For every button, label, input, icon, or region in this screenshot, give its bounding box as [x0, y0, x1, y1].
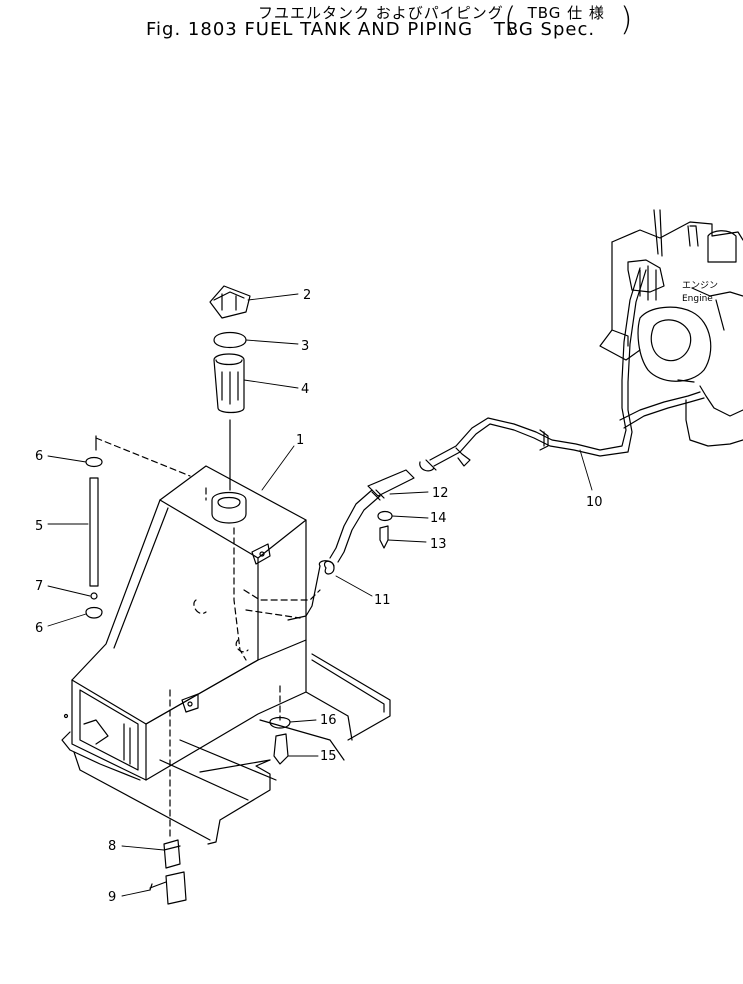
- callout-14: 14: [430, 511, 447, 526]
- callout-16: 16: [320, 713, 337, 728]
- callout-2: 2: [303, 288, 311, 303]
- part-15-bolt: [273, 733, 289, 765]
- callout-11: 11: [374, 593, 391, 608]
- part-6-nut-top: [85, 456, 103, 468]
- part-4-strainer: [213, 353, 245, 414]
- part-6-nut-bottom: [85, 606, 103, 619]
- part-13-bolt: [379, 525, 389, 549]
- title-close-paren: ): [620, 0, 633, 38]
- engine-label-en: Engine: [682, 294, 713, 304]
- callout-4: 4: [301, 382, 309, 397]
- callout-8: 8: [108, 839, 116, 854]
- callout-6-bottom: 6: [35, 621, 43, 636]
- tank-guard: [73, 653, 391, 845]
- callout-3: 3: [301, 339, 309, 354]
- part-14-washer: [377, 510, 393, 522]
- title-jp-spec: TBG 仕 様: [527, 4, 605, 22]
- title-en-text: Fig. 1803 FUEL TANK AND PIPING: [146, 19, 474, 40]
- leader-lines: [47, 293, 593, 897]
- part-11-clamp: [318, 560, 335, 567]
- callout-7: 7: [35, 579, 43, 594]
- callout-9: 9: [108, 890, 116, 905]
- title-open-paren: (: [504, 0, 517, 38]
- page-title: Fig. 1803 FUEL TANK AND PIPING TBG Spec.: [146, 19, 595, 40]
- callout-1: 1: [296, 433, 304, 448]
- callout-5: 5: [35, 519, 43, 534]
- title-jp-text: フユエルタンク およびパイピング: [258, 4, 504, 22]
- part-8-plug: [163, 839, 181, 869]
- fuel-pipe: [419, 267, 705, 472]
- callout-labels: 1 2 3 4 5 6 6 7 8 9 10 11 12 13 14 15 16…: [35, 281, 718, 905]
- part-9-cock: [149, 871, 187, 905]
- engine-label-jp: エンジン: [682, 281, 718, 291]
- callout-15: 15: [320, 749, 337, 764]
- engine-drawing: [599, 209, 743, 447]
- title-en-spec: TBG Spec.: [493, 19, 596, 40]
- callout-12: 12: [432, 486, 449, 501]
- callout-10: 10: [586, 495, 603, 510]
- callout-13: 13: [430, 537, 447, 552]
- hidden-lines: [95, 437, 321, 841]
- part-5-rod: [89, 477, 99, 587]
- callout-6-top: 6: [35, 449, 43, 464]
- fuel-hose: [287, 469, 415, 621]
- part-7-washer: [90, 592, 98, 600]
- fuel-tank: [61, 419, 307, 781]
- part-2-cap: [209, 285, 251, 319]
- part-3-ring: [213, 331, 247, 349]
- title-japanese: フユエルタンク およびパイピング TBG 仕 様: [258, 2, 605, 23]
